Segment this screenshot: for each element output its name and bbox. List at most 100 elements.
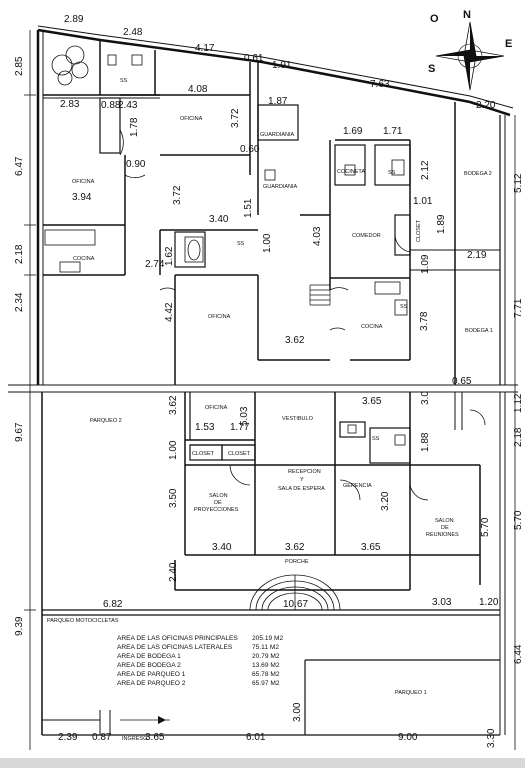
room-oficina-2: OFICINA	[72, 179, 95, 185]
upper-interior-walls	[43, 40, 500, 385]
room-salon-proyecciones-line3: PROYECCIONES	[194, 507, 239, 513]
dim-label: 2.89	[64, 14, 84, 25]
dim-label: 5.70	[513, 510, 524, 530]
dim-label: 2.83	[60, 99, 80, 110]
dim-label: 3.50	[168, 488, 179, 508]
room-oficina-1: OFICINA	[180, 116, 203, 122]
compass-s: S	[428, 63, 435, 75]
dim-label: 1.71	[383, 126, 403, 137]
dim-label: 1.20	[479, 597, 499, 608]
dim-label: 0.87	[92, 732, 112, 743]
room-gerencia: GERENCIA	[343, 483, 372, 489]
compass-e: E	[505, 38, 512, 50]
dim-label: 1.00	[262, 233, 273, 253]
room-salon-reuniones-line3: REUNIONES	[426, 532, 459, 538]
dim-label: 4.08	[188, 84, 208, 95]
dim-label: 3.72	[172, 185, 183, 205]
dimension-labels: 2.89 2.48 4.17 0.61 1.91 7.63 2.20 2.85 …	[14, 14, 524, 748]
dim-label: 9.39	[14, 616, 25, 636]
room-parqueo-motocicletas: PARQUEO MOTOCICLETAS	[47, 618, 119, 624]
dim-label: 4.42	[164, 302, 175, 322]
room-ss-5: SS	[372, 436, 380, 442]
room-cocina-2: COCINA	[361, 324, 383, 330]
compass-rose: N E S O	[428, 9, 512, 91]
dim-label: 3.0	[420, 391, 431, 405]
room-ss-1: SS	[120, 78, 128, 84]
dim-label: 2.85	[14, 56, 25, 76]
dim-label: 3.62	[285, 335, 305, 346]
dim-label: 1.88	[420, 432, 431, 452]
dim-label: 1.09	[420, 254, 431, 274]
dim-label: 1.89	[436, 214, 447, 234]
dim-label: 1.00	[168, 440, 179, 460]
dim-label: 0.60	[240, 144, 260, 155]
room-ss-4: SS	[400, 304, 408, 310]
door-swings-upper	[119, 129, 411, 331]
room-guardiania-1: GUARDIANIA	[260, 132, 295, 138]
area-value-parqueo-2: 65.97 M2	[252, 680, 280, 687]
area-label-parqueo-1: AREA DE PARQUEO 1	[117, 671, 186, 678]
compass-o: O	[430, 13, 439, 25]
exterior-walls	[8, 25, 518, 735]
dim-label: 4.17	[195, 43, 215, 54]
dim-label: 1.91	[272, 60, 292, 71]
dim-label: 2.74	[145, 259, 165, 270]
dim-label: 3.94	[72, 192, 92, 203]
dim-label: 2.40	[168, 562, 179, 582]
area-label-oficinas-laterales: AREA DE LAS OFICINAS LATERALES	[117, 644, 233, 651]
room-closet-1: CLOSET	[416, 219, 422, 242]
dim-label: 1.01	[413, 196, 433, 207]
staircase-upper	[309, 284, 331, 306]
fixtures-lower	[347, 424, 406, 446]
room-labels: SS OFICINA GUARDIANIA OFICINA COCINA SS …	[47, 78, 493, 742]
area-label-bodega-1: AREA DE BODEGA 1	[117, 653, 181, 660]
dim-label: 3.62	[168, 395, 179, 415]
room-salon-proyecciones-line1: SALON	[209, 493, 228, 499]
dim-label: 5.70	[480, 517, 491, 537]
area-value-bodega-2: 13.69 M2	[252, 662, 280, 669]
dim-label: 9.00	[398, 732, 418, 743]
room-parqueo-1: PARQUEO 1	[395, 690, 427, 696]
room-vestibulo: VESTIBULO	[282, 416, 314, 422]
dim-label: 3.65	[361, 542, 381, 553]
area-value-oficinas-principales: 205.19 M2	[252, 635, 283, 642]
dim-label: 2.19	[467, 250, 487, 261]
dim-label: 6.01	[246, 732, 266, 743]
dim-label: 0.88	[101, 100, 121, 111]
dim-label: 1.12	[513, 393, 524, 413]
dim-label: 3.40	[212, 542, 232, 553]
dim-label: 0.90	[126, 159, 146, 170]
room-closet-2: CLOSET	[192, 451, 215, 457]
dim-label: 5.03	[239, 406, 250, 426]
dim-label: 3.00	[292, 702, 303, 722]
dim-label: 0.65	[452, 376, 472, 387]
room-cocineta: COCINETA	[337, 169, 365, 175]
room-cocina-1: COCINA	[73, 256, 95, 262]
dim-label: 2.39	[58, 732, 78, 743]
dim-label: 3.78	[419, 311, 430, 331]
room-ss-3: SS	[388, 170, 396, 176]
room-bodega-1: BODEGA 1	[465, 328, 493, 334]
dim-label: 3.62	[285, 542, 305, 553]
dim-label: 2.12	[420, 160, 431, 180]
lower-interior-walls	[42, 392, 500, 736]
dim-label: 1.51	[243, 198, 254, 218]
dim-label: 2.48	[123, 27, 143, 38]
room-salon-reuniones-line2: DE	[441, 525, 449, 531]
dim-label: 3.40	[209, 214, 229, 225]
area-value-oficinas-laterales: 75.11 M2	[252, 644, 279, 651]
dim-label: 1.69	[343, 126, 363, 137]
room-salon-reuniones-line1: SALON	[435, 518, 454, 524]
room-bodega-2: BODEGA 2	[464, 171, 492, 177]
dim-label: 7.63	[370, 79, 390, 90]
dim-label: 1.78	[129, 117, 140, 137]
room-porche: PORCHE	[285, 559, 309, 565]
room-salon-proyecciones-line2: DE	[214, 500, 222, 506]
dim-label: 1.87	[268, 96, 288, 107]
dim-label: 3.65	[145, 732, 165, 743]
dim-label: 1.77	[230, 422, 250, 433]
area-value-parqueo-1: 65.78 M2	[252, 671, 280, 678]
room-oficina-4: OFICINA	[205, 405, 228, 411]
room-oficina-3: OFICINA	[208, 314, 231, 320]
